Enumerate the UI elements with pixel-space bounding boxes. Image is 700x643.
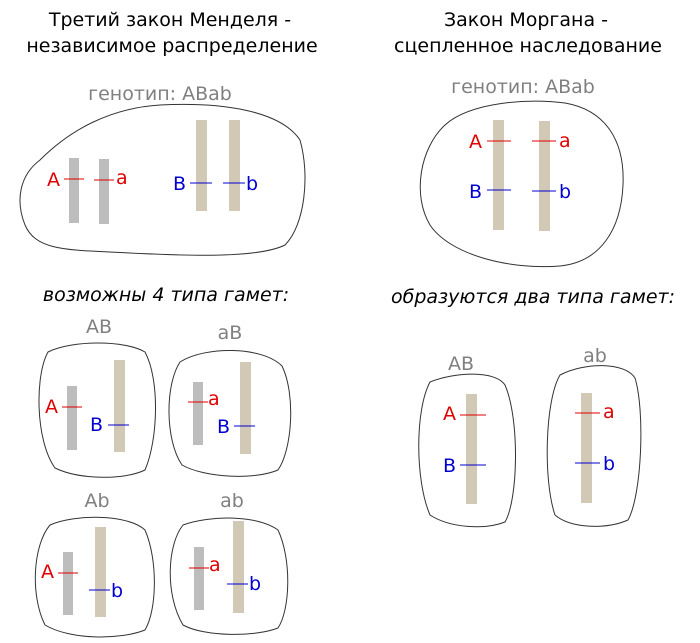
allele-label: a [208,388,220,410]
cell-outline [168,349,292,477]
allele-label: B [469,181,482,203]
cell-outline [419,100,624,268]
allele-label: b [111,580,123,602]
left-genotype-label: генотип: ABab [88,83,232,105]
chromosome-gray [63,552,73,615]
chromosome-tan [493,120,504,230]
right-genotype-label: генотип: ABab [451,76,595,98]
right-title-line1: Закон Моргана - [444,9,608,31]
gamete-label: AB [86,316,112,338]
cell-outline [418,373,516,528]
allele-label: a [603,401,615,423]
left-title-line2: независимое распределение [26,35,317,57]
chromosome-tan [196,120,207,211]
right-subtitle: образуются два типа гамет: [391,286,675,308]
gamete-cell-ab: a b [169,517,289,635]
gamete-cell-Ab: A b [34,516,155,638]
chromosome-gray [67,386,77,450]
allele-label: b [603,453,615,475]
gamete-label: Ab [84,490,109,512]
gamete-cell-AB-linked: A B [418,373,516,528]
chromosome-tan [233,521,244,613]
allele-label: a [559,130,571,152]
gamete-cell-aB: a B [168,349,292,477]
chromosome-tan [581,393,592,503]
allele-label: B [173,173,186,195]
left-title-line1: Третий закон Менделя - [48,9,291,31]
allele-label: A [469,131,482,153]
gamete-cell-AB: A B [38,342,156,478]
chromosome-gray [194,547,204,610]
allele-label: B [90,414,103,436]
cell-outline [38,342,156,478]
allele-label: B [443,455,456,477]
right-parent-cell: A a B b [419,100,624,268]
allele-label: A [47,169,60,191]
allele-label: A [45,396,58,418]
left-parent-cell: A a B b [19,103,306,256]
cell-outline [169,517,289,635]
gamete-label: aB [218,322,243,344]
chromosome-tan [466,394,477,504]
left-subtitle: возможны 4 типа гамет: [43,284,289,306]
chromosome-gray [99,159,109,224]
allele-label: b [249,573,261,595]
gamete-label: ab [220,490,244,512]
allele-label: A [443,403,456,425]
gamete-label: ab [583,345,607,367]
chromosome-tan [240,362,251,454]
allele-label: b [559,181,571,203]
allele-label: B [217,416,230,438]
cell-outline [34,516,155,638]
allele-label: a [209,554,221,576]
cell-outline [19,103,306,256]
chromosome-tan [229,120,240,211]
cell-outline [546,365,642,527]
right-title-line2: сцепленное наследование [394,35,662,57]
chromosome-tan [114,360,125,452]
chromosome-tan [95,527,106,617]
gamete-label: AB [448,353,474,375]
gamete-cell-ab-linked: a b [546,365,642,527]
chromosome-tan [539,121,550,231]
chromosome-gray [69,158,79,223]
chromosome-gray [193,382,203,445]
allele-label: A [41,561,54,583]
allele-label: a [116,167,128,189]
allele-label: b [246,173,258,195]
